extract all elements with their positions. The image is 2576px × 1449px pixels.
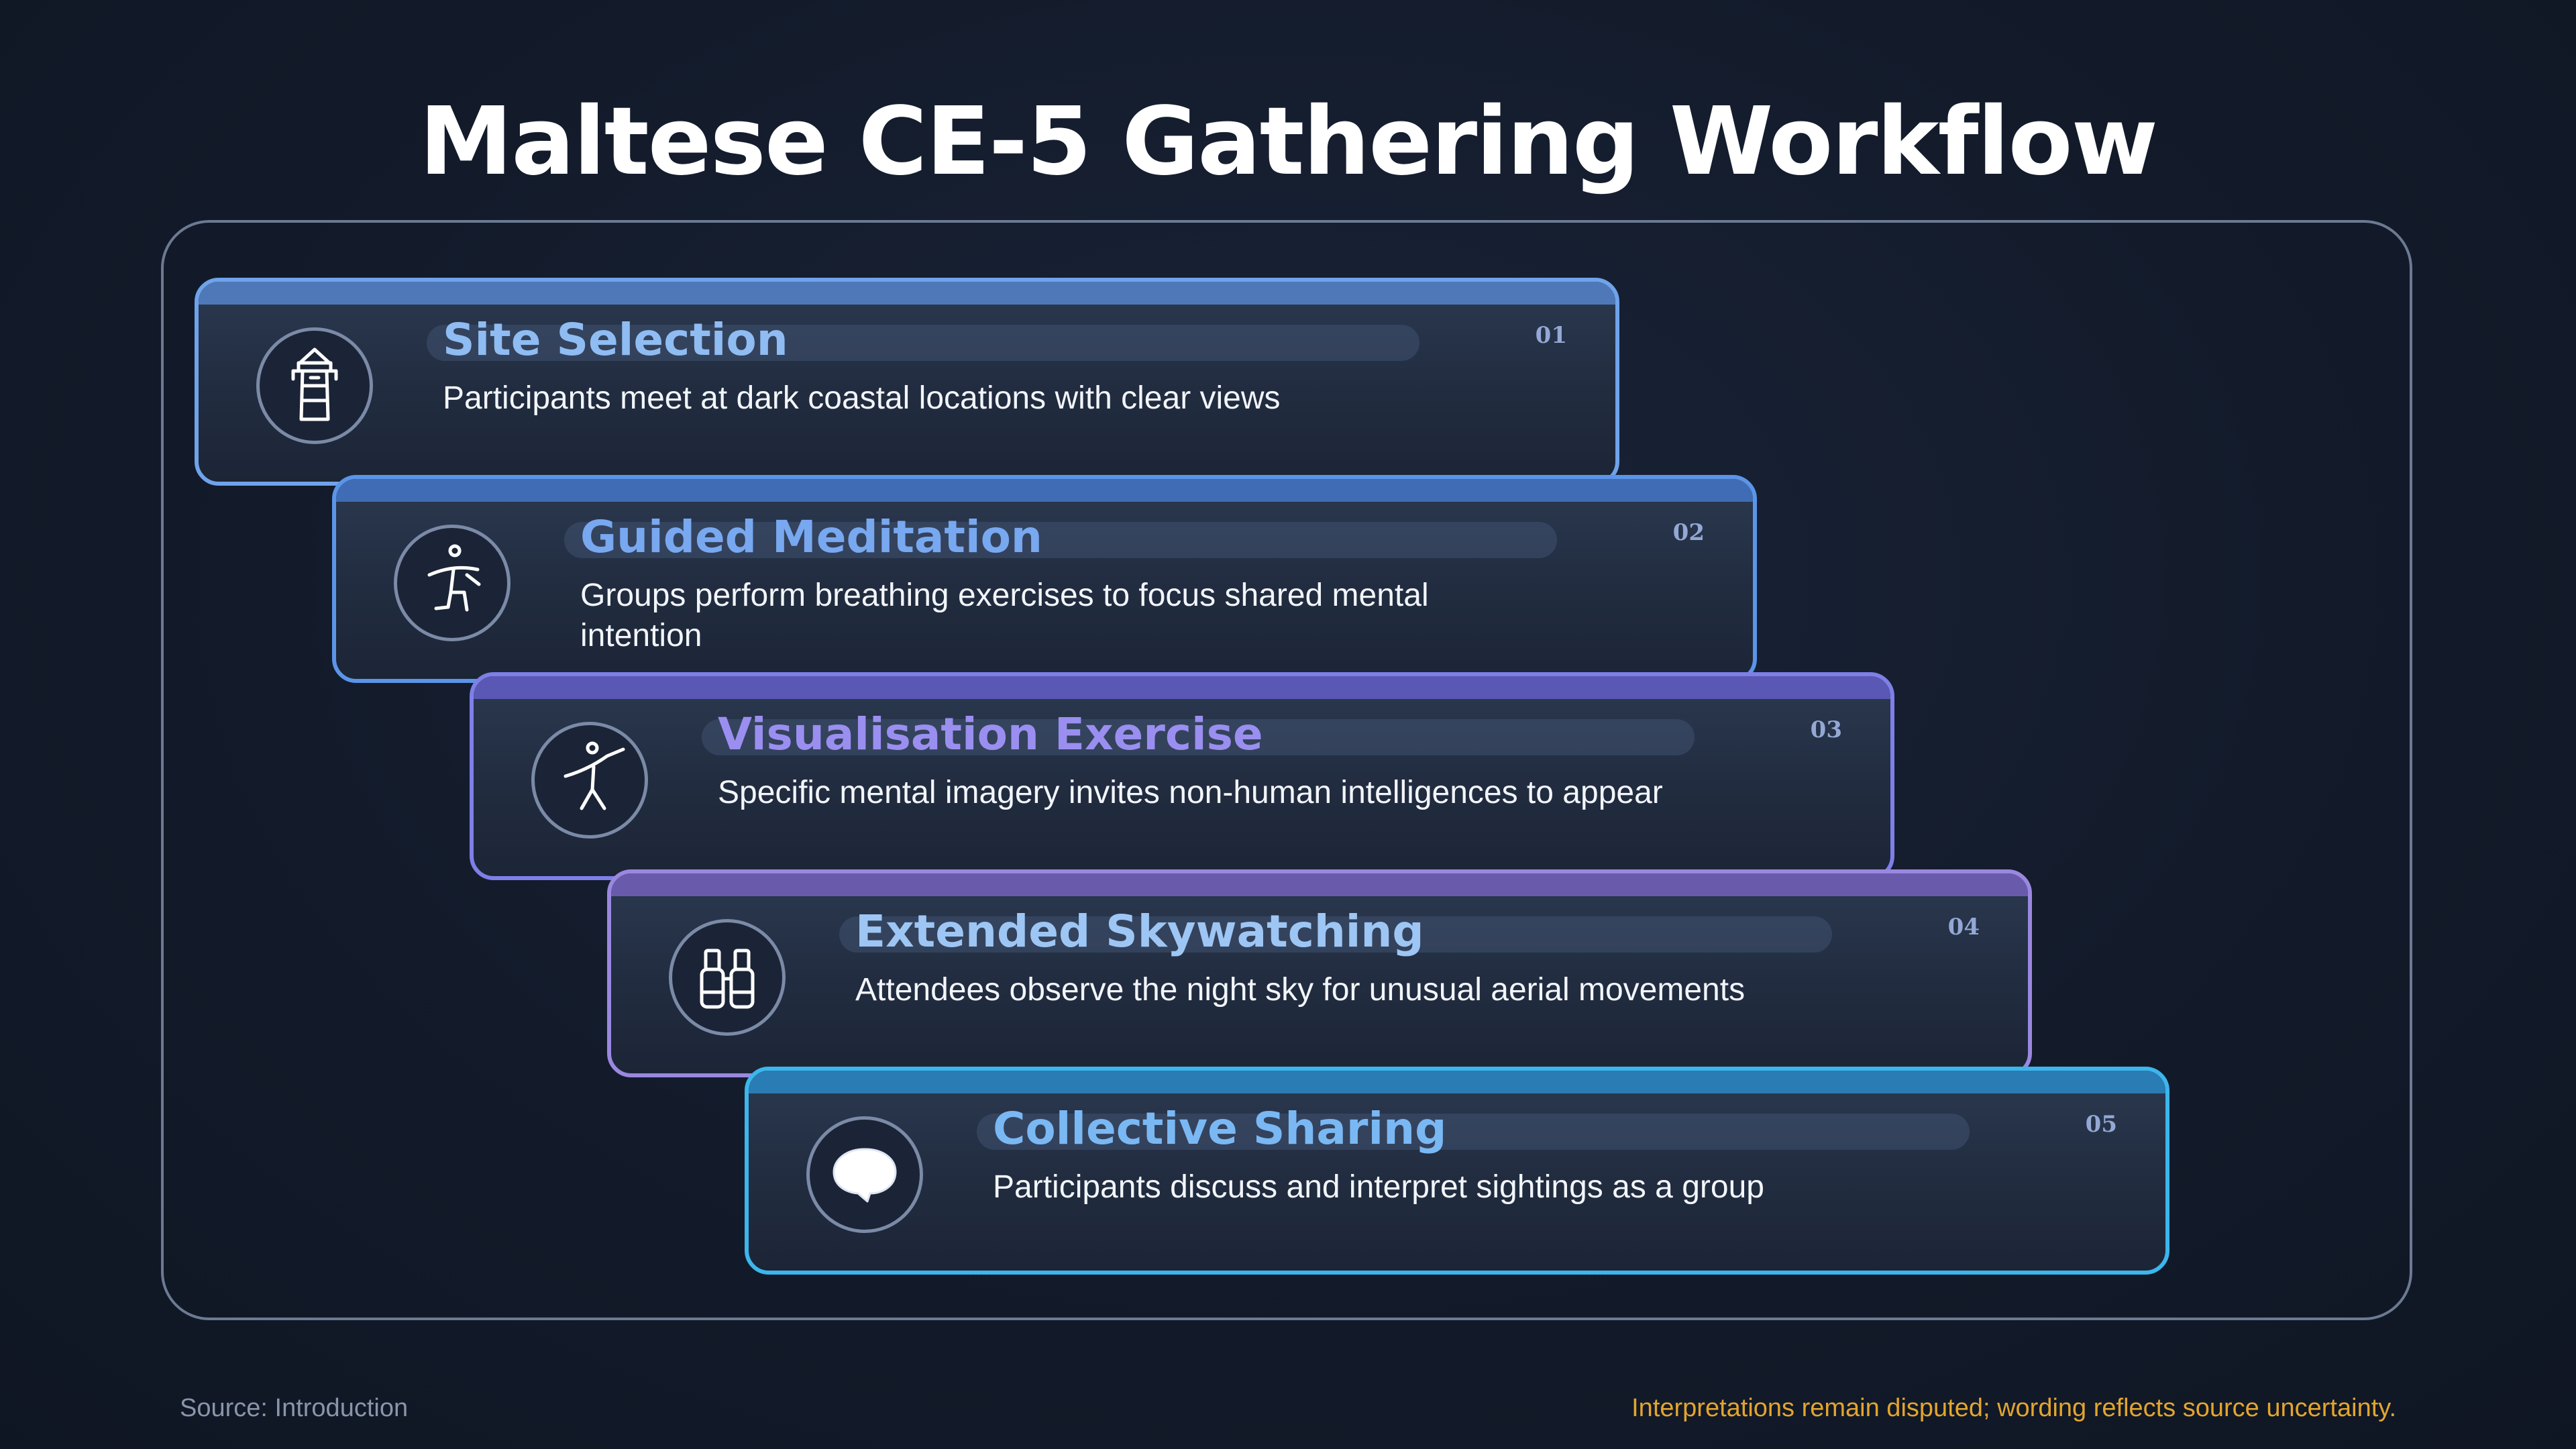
step-number: 03	[1810, 716, 1842, 743]
step-number: 04	[1947, 914, 1980, 941]
step-title: Visualisation Exercise	[718, 708, 1263, 760]
meditation-pose-icon	[427, 544, 481, 612]
step-card-collective-sharing: Collective Sharing 05 Participants discu…	[745, 1067, 2169, 1275]
step-description: Participants meet at dark coastal locati…	[443, 380, 1281, 416]
title-highlight	[702, 719, 1695, 755]
workflow-frame	[161, 220, 2412, 1320]
step-card-extended-skywatching: Extended Skywatching 04 Attendees observ…	[607, 869, 2032, 1077]
title-highlight	[427, 325, 1419, 361]
step-card-site-selection: Site Selection 01 Participants meet at d…	[195, 278, 1619, 486]
title-highlight	[977, 1114, 1970, 1150]
card-top-band	[199, 282, 1615, 305]
step-number: 05	[2085, 1111, 2117, 1138]
step-number: 01	[1535, 322, 1567, 349]
step-card-guided-meditation: Guided Meditation 02 Groups perform brea…	[332, 475, 1757, 683]
icon-circle	[531, 722, 648, 839]
card-top-band	[336, 479, 1753, 502]
step-description: Specific mental imagery invites non-huma…	[718, 775, 1663, 810]
title-highlight	[564, 522, 1557, 558]
step-description: Participants discuss and interpret sight…	[993, 1169, 1764, 1205]
lighthouse-icon	[291, 347, 338, 421]
step-title: Extended Skywatching	[855, 906, 1424, 957]
source-note: Source: Introduction	[180, 1394, 409, 1422]
card-top-band	[611, 873, 2028, 896]
step-title: Guided Meditation	[580, 511, 1042, 563]
step-description: Groups perform breathing exercises to fo…	[580, 578, 1429, 653]
step-title: Site Selection	[443, 314, 788, 366]
speech-bubble-icon	[833, 1148, 897, 1203]
icon-circle	[669, 919, 786, 1036]
card-top-band	[474, 676, 1890, 699]
reaching-figure-icon	[564, 741, 625, 810]
step-title: Collective Sharing	[993, 1103, 1447, 1155]
page-title: Maltese CE-5 Gathering Workflow	[419, 87, 2158, 197]
disclaimer-note: Interpretations remain disputed; wording…	[1631, 1394, 2396, 1422]
card-top-band	[749, 1071, 2165, 1093]
binoculars-icon	[700, 949, 755, 1009]
step-number: 02	[1672, 519, 1705, 546]
step-description: Attendees observe the night sky for unus…	[855, 972, 1746, 1008]
icon-circle	[394, 525, 511, 641]
step-card-visualisation-exercise: Visualisation Exercise 03 Specific menta…	[470, 672, 1894, 880]
title-highlight	[839, 916, 1832, 953]
icon-circle	[806, 1116, 923, 1233]
icon-circle	[256, 327, 373, 444]
